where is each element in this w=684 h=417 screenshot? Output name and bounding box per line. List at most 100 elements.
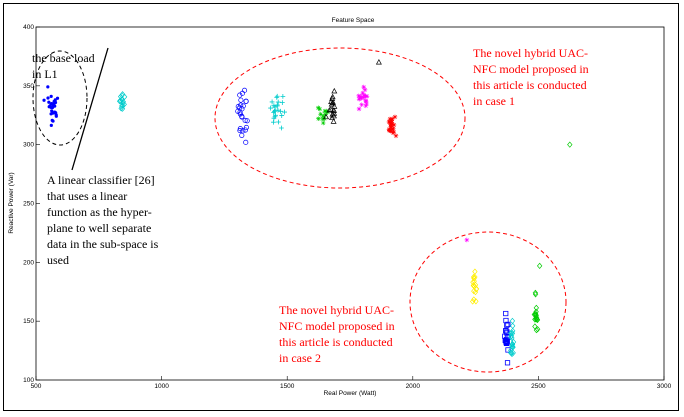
y-tick-label: 250 [23,201,34,208]
x-axis-label: Real Power (Watt) [324,390,377,397]
data-point [363,94,368,99]
y-tick-label: 350 [23,83,34,90]
data-point [268,105,274,111]
data-point [533,304,539,312]
data-point [330,118,337,124]
data-point [363,103,369,109]
scatter-points [42,58,573,366]
y-axis-label: Reactive Power (Var) [8,172,15,233]
data-point [533,316,539,323]
data-point [509,341,516,348]
base-load-line-1: the base load [32,51,95,65]
data-point [504,322,510,328]
data-point [52,99,56,104]
annotation-shapes [32,47,567,373]
data-point [388,122,393,127]
data-point [320,116,325,122]
data-point [387,127,392,133]
y-tick-label: 150 [23,318,34,325]
data-point [50,118,54,122]
data-point [533,311,539,319]
case1-line-1: The novel hybrid UAC- [473,46,588,60]
data-point [473,298,479,305]
data-point [329,114,336,121]
data-point [364,101,369,107]
base-load-line-2: in L1 [32,67,58,81]
data-point [470,273,477,281]
data-point [322,108,328,114]
data-point [117,93,124,100]
annotation-linear-classifier: A linear classifier [26] that uses a lin… [47,173,159,267]
data-point [275,99,281,105]
data-point [510,338,517,346]
data-point [331,87,338,94]
data-point [240,128,246,134]
data-point [46,96,50,100]
data-point [531,311,537,318]
data-point [357,95,362,101]
data-point [503,310,509,317]
data-point [278,108,283,114]
data-point [269,99,275,105]
data-point [356,93,361,99]
data-point [470,279,476,286]
data-point [274,103,280,109]
data-point [534,316,541,324]
data-point [360,90,365,96]
annotation-base-load: the base load in L1 [32,51,95,81]
linear-classifier-line-6: used [47,253,69,267]
data-point [361,95,366,100]
data-point [508,347,514,354]
data-point [242,127,248,133]
case1-ellipse [214,47,466,189]
data-point [391,129,397,135]
data-point [509,317,516,325]
data-point [50,102,54,106]
data-point [243,98,249,104]
case2-line-4: in case 2 [279,351,321,365]
data-point [54,114,58,118]
data-point [387,116,393,122]
data-point [271,119,276,125]
data-point [320,120,326,126]
data-point [504,360,511,366]
case1-line-2: NFC model proposed in [473,62,589,76]
data-point [118,105,124,112]
data-point [274,94,280,100]
data-point [386,119,392,125]
data-point [391,126,396,132]
data-point [280,93,286,99]
data-point [239,90,245,96]
data-point [239,132,245,138]
data-point [121,101,127,108]
figure-frame [3,3,679,411]
case2-line-1: The novel hybrid UAC- [279,303,394,317]
data-point [509,334,515,342]
data-point [318,111,323,117]
data-point [391,122,397,128]
linear-classifier-line-2: that uses a linear [47,189,127,203]
data-point [47,105,51,109]
linear-classifier-line [71,47,109,171]
data-point [510,344,516,351]
data-point [532,289,539,296]
x-tick-label: 1000 [154,383,169,390]
x-tick-label: 500 [31,383,42,390]
data-point [534,326,541,333]
data-point [389,120,394,126]
data-point [317,106,323,112]
linear-classifier-line-1: A linear classifier [26] [47,173,155,187]
data-point [279,113,285,118]
data-point [282,109,287,115]
y-tick-label: 400 [23,24,34,31]
data-point [362,87,368,93]
data-point [241,87,248,93]
data-point [235,108,241,114]
data-point [274,93,280,99]
data-point [119,102,125,110]
data-point [509,340,516,348]
data-point [472,268,478,275]
data-point [505,347,511,353]
y-tick-label: 100 [23,377,34,384]
